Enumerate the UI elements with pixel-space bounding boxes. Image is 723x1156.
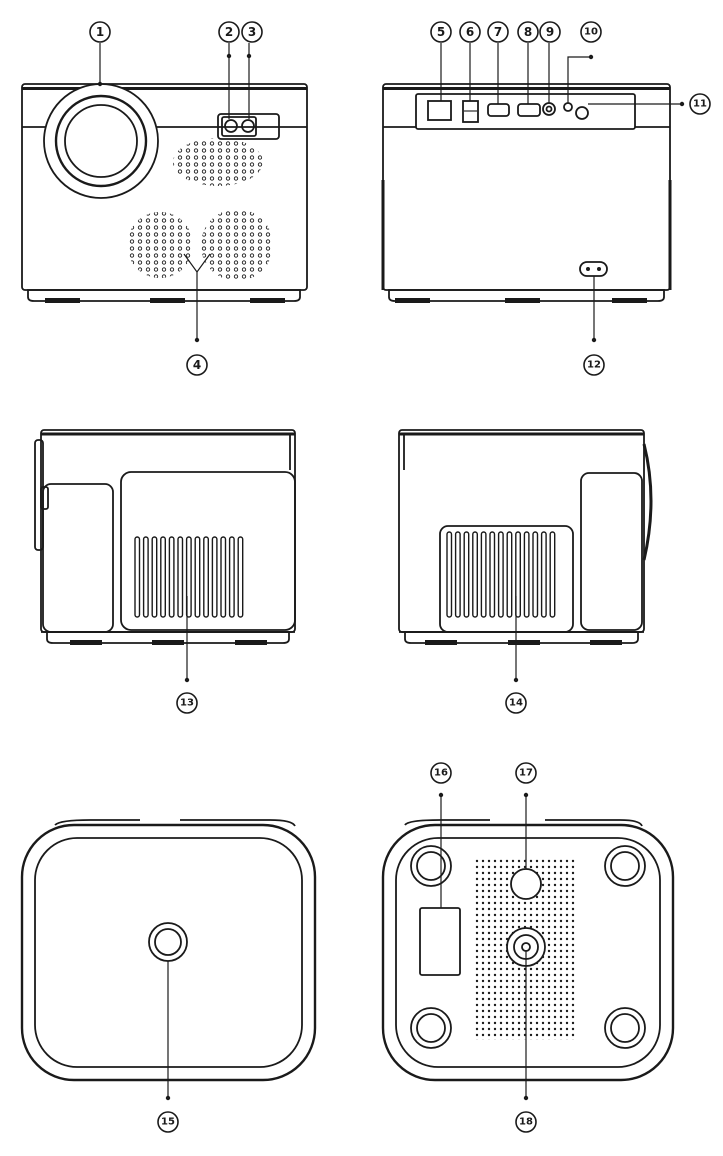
speaker-grille-left <box>127 212 193 278</box>
vent-slot <box>134 536 141 618</box>
vent-slot <box>237 536 244 618</box>
callout-14: 14 <box>505 692 527 714</box>
lens-ring <box>54 94 148 188</box>
top-mount-inner <box>154 928 182 956</box>
rear-view <box>381 43 685 343</box>
callout-7: 7 <box>487 21 509 43</box>
vent-slot <box>168 536 175 618</box>
svg-text:5: 5 <box>437 25 445 39</box>
vent-panel-left <box>120 471 296 631</box>
callout-6: 6 <box>459 21 481 43</box>
callout-5: 5 <box>430 21 452 43</box>
vent-slot <box>194 536 201 618</box>
vent-slot <box>497 531 504 618</box>
vent-slot <box>472 531 478 618</box>
callout-10: 10 <box>580 21 602 43</box>
vent-slot <box>211 536 218 618</box>
port-dc <box>427 100 452 121</box>
callout-4: 4 <box>186 354 208 376</box>
vent-slot <box>151 536 158 618</box>
bottom-view <box>381 792 675 1101</box>
bottom-outer <box>381 823 675 1082</box>
vent-slot <box>142 536 149 618</box>
vent-slot <box>515 531 521 618</box>
vent-slot <box>220 536 227 618</box>
callout-13: 13 <box>176 692 198 714</box>
svg-text:15: 15 <box>161 1117 175 1128</box>
callout-17: 17 <box>515 762 537 784</box>
lens-outer <box>43 83 159 199</box>
io-panel <box>415 93 636 130</box>
speaker-grille-top <box>173 138 263 186</box>
svg-text:6: 6 <box>466 25 474 39</box>
vent-slot <box>463 531 470 618</box>
power-socket <box>579 261 608 277</box>
vent-slot <box>177 536 184 618</box>
svg-text:13: 13 <box>180 698 194 709</box>
svg-text:1: 1 <box>96 25 104 39</box>
callout-3: 3 <box>241 21 263 43</box>
vent-slots-right <box>446 531 556 618</box>
svg-text:12: 12 <box>587 360 601 371</box>
callout-1: 1 <box>89 21 111 43</box>
vent-slot <box>523 531 530 618</box>
svg-text:17: 17 <box>519 768 533 779</box>
vent-slot <box>549 531 556 618</box>
left-side-body <box>40 429 296 633</box>
bottom-center-foot <box>510 868 542 900</box>
svg-text:16: 16 <box>434 768 448 779</box>
indicator <box>575 106 589 120</box>
sensor-left <box>224 119 238 133</box>
vent-slot <box>532 531 539 618</box>
callout-12: 12 <box>583 354 605 376</box>
callout-labels: 1 2 3 4 5 6 7 8 9 10 11 12 13 14 15 16 1… <box>89 21 711 1133</box>
bottom-inner <box>395 837 661 1068</box>
svg-text:9: 9 <box>546 25 554 39</box>
vent-slots-left <box>134 536 244 618</box>
svg-text:14: 14 <box>509 698 523 709</box>
vent-slot <box>185 536 192 618</box>
vent-slot <box>446 531 453 618</box>
sensor-right <box>241 119 255 133</box>
vent-slot <box>506 531 513 618</box>
callout-16: 16 <box>430 762 452 784</box>
svg-text:10: 10 <box>584 27 598 38</box>
svg-text:2: 2 <box>225 25 233 39</box>
vent-slot <box>160 536 167 618</box>
vent-slot <box>203 536 210 618</box>
vent-slot <box>489 531 496 618</box>
callout-2: 2 <box>218 21 240 43</box>
foot-bottom-left <box>410 1007 452 1049</box>
foot-bottom-right <box>604 1007 646 1049</box>
speaker-grille-right <box>201 209 273 281</box>
vent-slot <box>454 531 461 618</box>
vent-slot <box>228 536 235 618</box>
right-side-view <box>398 429 653 683</box>
vent-slot <box>480 531 487 618</box>
foot-top-left <box>410 845 452 887</box>
left-side-view <box>34 429 296 683</box>
callout-18: 18 <box>515 1111 537 1133</box>
svg-text:11: 11 <box>693 99 707 110</box>
svg-text:8: 8 <box>524 25 532 39</box>
label-plate <box>419 907 461 976</box>
svg-text:7: 7 <box>494 25 502 39</box>
front-view <box>21 43 308 343</box>
svg-text:3: 3 <box>248 25 256 39</box>
lens-glass <box>64 104 138 178</box>
top-view <box>20 819 317 1101</box>
right-side-body <box>398 429 645 633</box>
svg-text:18: 18 <box>519 1117 533 1128</box>
foot-top-right <box>604 845 646 887</box>
vent-slot <box>540 531 547 618</box>
callout-15: 15 <box>157 1111 179 1133</box>
callout-8: 8 <box>517 21 539 43</box>
svg-text:4: 4 <box>193 358 201 372</box>
callout-9: 9 <box>539 21 561 43</box>
port-hdmi-2 <box>517 103 541 117</box>
callout-11: 11 <box>689 93 711 115</box>
